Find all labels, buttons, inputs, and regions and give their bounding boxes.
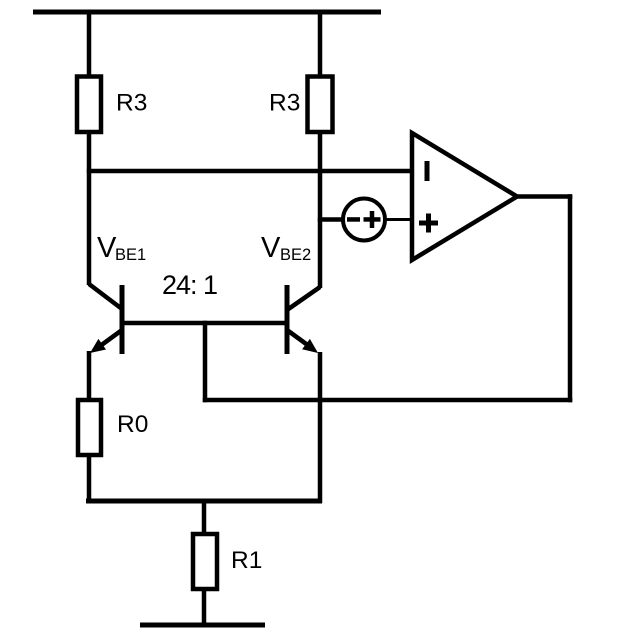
resistor-r3-right-label: R3 — [269, 90, 300, 117]
vbe1-label: V — [97, 232, 117, 264]
vbe2-label: V — [261, 232, 281, 264]
vbe1-subscript-label: BE1 — [115, 246, 146, 264]
resistor-r0-body — [75, 397, 104, 458]
vbe2-subscript-label: BE2 — [280, 246, 311, 264]
resistor-r0-label: R0 — [117, 411, 148, 438]
opamp-body — [409, 129, 522, 264]
resistor-r3-left-label: R3 — [116, 90, 147, 117]
source-plus-icon — [369, 211, 375, 228]
resistor-r1-body — [190, 531, 220, 592]
q1-emitter-arrowhead-icon — [90, 338, 106, 353]
q1-collector-lead-wire — [87, 282, 124, 311]
q2-collector-lead-wire — [285, 285, 322, 312]
emitter-ratio-label: 24: 1 — [162, 270, 217, 300]
resistor-r1-label: R1 — [231, 547, 262, 574]
resistor-r3-right-body — [305, 74, 335, 135]
opamp-inverting-input-icon — [424, 161, 430, 181]
opamp-noninverting-input-icon — [426, 213, 431, 233]
source-minus-icon — [347, 217, 360, 222]
q2-emitter-arrowhead-icon — [302, 338, 318, 353]
resistor-r3-left-body — [74, 74, 104, 135]
